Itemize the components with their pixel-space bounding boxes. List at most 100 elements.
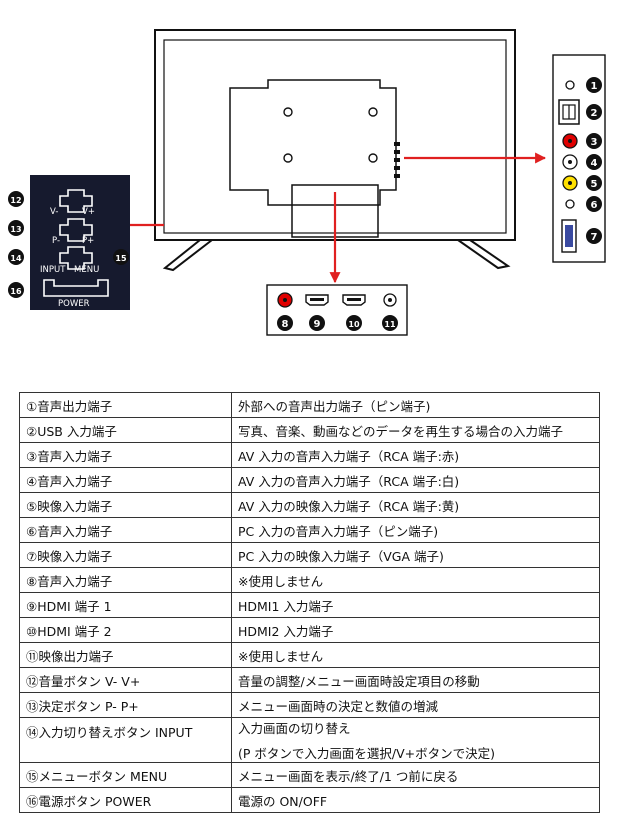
badge-5: 5	[586, 175, 602, 191]
svg-text:14: 14	[10, 254, 22, 263]
port-name-cell: ⑥音声入力端子	[19, 517, 232, 543]
svg-text:11: 11	[384, 320, 396, 329]
badge-7: 7	[586, 228, 602, 244]
port-desc-text: 音量の調整/メニュー画面時設定項目の移動	[238, 673, 480, 689]
port-desc-cell: PC 入力の映像入力端子（VGA 端子)	[231, 542, 600, 568]
port-name-cell: ⑯電源ボタン POWER	[19, 787, 232, 813]
badge-13: 13	[8, 220, 24, 236]
vga-port-icon	[561, 219, 577, 253]
callout-arrows	[110, 152, 547, 284]
svg-text:12: 12	[10, 196, 21, 205]
port-desc-cell: 入力画面の切り替え (P ボタンで入力画面を選択/V+ボタンで決定)	[231, 717, 600, 763]
table-row: ⑭入力切り替えボタン INPUT 入力画面の切り替え (P ボタンで入力画面を選択/…	[19, 717, 600, 763]
button-panel-bg	[30, 175, 130, 310]
port-desc-cell: AV 入力の音声入力端子（RCA 端子:白)	[231, 467, 600, 493]
video-out-jack-icon	[383, 293, 397, 307]
badge-15: 15	[113, 249, 129, 265]
power-button-outline	[43, 279, 109, 297]
number-badges: 1 2 3 4 5 6 7 8 9 10 11 12 13 14 15 16	[8, 77, 602, 331]
port-name-cell: ⑧音声入力端子	[19, 567, 232, 593]
svg-text:1: 1	[591, 81, 598, 92]
port-name-cell: ⑦映像入力端子	[19, 542, 232, 568]
port-desc-cell: HDMI1 入力端子	[231, 592, 600, 618]
port-name-cell: ④音声入力端子	[19, 467, 232, 493]
port-desc-cell: 外部への音声出力端子（ピン端子)	[231, 392, 600, 418]
table-row: ⑫音量ボタン V- V+ 音量の調整/メニュー画面時設定項目の移動	[19, 667, 600, 693]
svg-text:13: 13	[10, 225, 21, 234]
port-name-cell: ③音声入力端子	[19, 442, 232, 468]
badge-4: 4	[586, 154, 602, 170]
port-desc-cell: HDMI2 入力端子	[231, 617, 600, 643]
svg-text:4: 4	[591, 158, 598, 169]
svg-text:15: 15	[115, 254, 127, 263]
port-desc-cell: ※使用しません	[231, 567, 600, 593]
mount-holes	[283, 107, 378, 163]
table-row: ⑩HDMI 端子 2 HDMI2 入力端子	[19, 617, 600, 643]
port-desc-cell: ※使用しません	[231, 642, 600, 668]
v-minus-label: V-	[50, 207, 58, 217]
badge-14: 14	[8, 249, 24, 265]
port-name-cell: ⑮メニューボタン MENU	[19, 762, 232, 788]
badge-6: 6	[586, 196, 602, 212]
table-row: ①音声出力端子外部への音声出力端子（ピン端子)	[19, 392, 600, 418]
svg-text:6: 6	[591, 200, 598, 211]
side-port-strip	[394, 142, 400, 178]
port-desc-cell: PC 入力の音声入力端子（ピン端子)	[231, 517, 600, 543]
port-desc-cell: AV 入力の音声入力端子（RCA 端子:赤)	[231, 442, 600, 468]
port-name-cell: ⑬決定ボタン P- P+	[19, 692, 232, 718]
port-desc-text-2: (P ボタンで入力画面を選択/V+ボタンで決定)	[238, 746, 496, 761]
port-desc-text: HDMI1 入力端子	[238, 598, 334, 614]
port-desc-text: HDMI2 入力端子	[238, 623, 334, 639]
svg-text:7: 7	[591, 232, 598, 243]
table-row: ②USB 入力端子写真、音楽、動画などのデータを再生する場合の入力端子	[19, 417, 600, 443]
bottom-port-panel	[266, 284, 408, 336]
usb-port-icon	[558, 99, 580, 125]
port-desc-text: AV 入力の映像入力端子（RCA 端子:黄)	[238, 498, 460, 514]
port-desc-text: 外部への音声出力端子（ピン端子)	[238, 398, 431, 414]
badge-10: 10	[346, 315, 362, 331]
button-panel: V- V+ P- P+ INPUT MENU POWER	[30, 175, 130, 310]
port-desc-text: メニュー画面を表示/終了/1 つ前に戻る	[238, 768, 459, 784]
audio-out-jack-icon	[565, 80, 575, 90]
tv-rear-diagram: V- V+ P- P+ INPUT MENU POWER 1 2 3 4 5 6…	[8, 29, 606, 336]
port-desc-text: 入力画面の切り替え	[238, 721, 351, 736]
port-desc-text: 電源の ON/OFF	[238, 793, 328, 809]
svg-text:16: 16	[10, 287, 22, 296]
port-desc-cell: 写真、音楽、動画などのデータを再生する場合の入力端子	[231, 417, 600, 443]
p-plus-label: P+	[82, 236, 94, 246]
port-name-cell: ⑤映像入力端子	[19, 492, 232, 518]
svg-text:2: 2	[591, 108, 598, 119]
table-row: ⑪映像出力端子 ※使用しません	[19, 642, 600, 668]
svg-text:8: 8	[282, 319, 289, 330]
table-row: ⑧音声入力端子※使用しません	[19, 567, 600, 593]
table-row: ⑯電源ボタン POWER 電源の ON/OFF	[19, 787, 600, 813]
table-row: ④音声入力端子 AV 入力の音声入力端子（RCA 端子:白)	[19, 467, 600, 493]
hdmi2-port-icon	[342, 294, 366, 306]
input-label: INPUT	[40, 265, 66, 275]
hdmi1-port-icon	[305, 294, 329, 306]
port-name-cell: ②USB 入力端子	[19, 417, 232, 443]
badge-2: 2	[586, 104, 602, 120]
table-row: ⑨HDMI 端子 1 HDMI1 入力端子	[19, 592, 600, 618]
p-minus-label: P-	[52, 236, 60, 246]
port-desc-cell: メニュー画面を表示/終了/1 つ前に戻る	[231, 762, 600, 788]
port-name-cell: ⑫音量ボタン V- V+	[19, 667, 232, 693]
tv-stand	[162, 239, 511, 272]
table-row: ⑬決定ボタン P- P+メニュー画面時の決定と数値の増減	[19, 692, 600, 718]
port-name-cell: ⑭入力切り替えボタン INPUT	[19, 717, 232, 763]
port-desc-cell: AV 入力の映像入力端子（RCA 端子:黄)	[231, 492, 600, 518]
port-name-cell: ⑨HDMI 端子 1	[19, 592, 232, 618]
port-desc-text: ※使用しません	[238, 648, 324, 664]
badge-9: 9	[309, 315, 325, 331]
port-name-cell: ⑪映像出力端子	[19, 642, 232, 668]
svg-text:10: 10	[348, 320, 360, 329]
channel-buttons-outline	[59, 218, 93, 242]
port-name-cell: ⑩HDMI 端子 2	[19, 617, 232, 643]
badge-11: 11	[382, 315, 398, 331]
svg-text:3: 3	[591, 137, 598, 148]
port-spec-table: ①音声出力端子外部への音声出力端子（ピン端子)②USB 入力端子写真、音楽、動画…	[19, 392, 600, 813]
port-desc-text: AV 入力の音声入力端子（RCA 端子:白)	[238, 473, 460, 489]
